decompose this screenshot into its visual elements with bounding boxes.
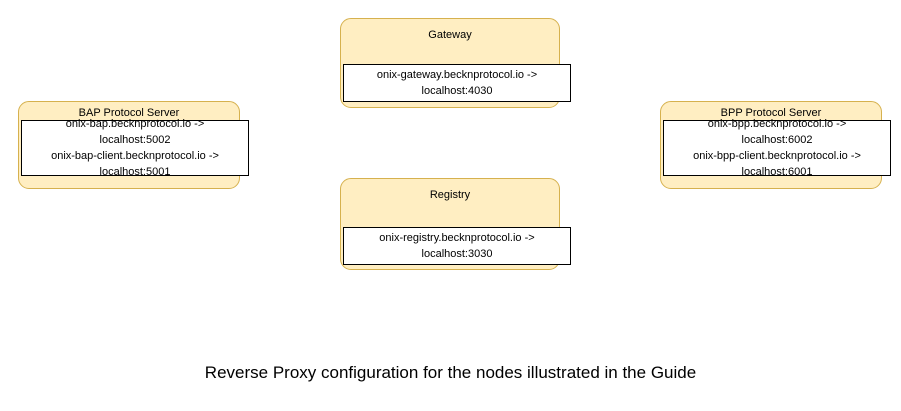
node-bpp-title: BPP Protocol Server	[720, 107, 822, 119]
node-registry-config-panel: onix-registry.becknprotocol.io -> localh…	[343, 227, 571, 265]
node-gateway-title: Gateway	[428, 29, 472, 41]
node-bap-config-panel: onix-bap.becknprotocol.io -> localhost:5…	[21, 118, 249, 178]
node-bpp-config-line: onix-bpp.becknprotocol.io ->	[707, 118, 847, 130]
diagram-caption: Reverse Proxy configuration for the node…	[204, 363, 697, 382]
node-registry-title: Registry	[429, 189, 471, 201]
node-bap-protocol-server[interactable]: BAP Protocol Server onix-bap.becknprotoc…	[18, 101, 249, 189]
node-registry-config-line: localhost:3030	[421, 248, 493, 260]
node-bap-config-line: onix-bap-client.becknprotocol.io ->	[51, 150, 219, 162]
node-bpp-config-panel: onix-bpp.becknprotocol.io -> localhost:6…	[663, 118, 891, 178]
node-gateway-config-line: localhost:4030	[421, 85, 493, 97]
node-bpp-config-line: localhost:6002	[741, 134, 813, 146]
node-gateway-config-panel: onix-gateway.becknprotocol.io -> localho…	[343, 64, 571, 102]
node-bpp-config-line: localhost:6001	[741, 166, 813, 178]
node-gateway[interactable]: Gateway onix-gateway.becknprotocol.io ->…	[340, 18, 571, 108]
node-bap-config-line: localhost:5002	[99, 134, 171, 146]
node-bpp-protocol-server[interactable]: BPP Protocol Server onix-bpp.becknprotoc…	[660, 101, 891, 189]
node-bap-config-line: onix-bap.becknprotocol.io ->	[65, 118, 205, 130]
node-bpp-config-line: onix-bpp-client.becknprotocol.io ->	[693, 150, 861, 162]
node-registry[interactable]: Registry onix-registry.becknprotocol.io …	[340, 178, 571, 270]
node-gateway-config-line: onix-gateway.becknprotocol.io ->	[376, 69, 538, 81]
node-bap-title: BAP Protocol Server	[78, 107, 180, 119]
node-bap-config-line: localhost:5001	[99, 166, 171, 178]
node-registry-config-line: onix-registry.becknprotocol.io ->	[379, 232, 535, 244]
